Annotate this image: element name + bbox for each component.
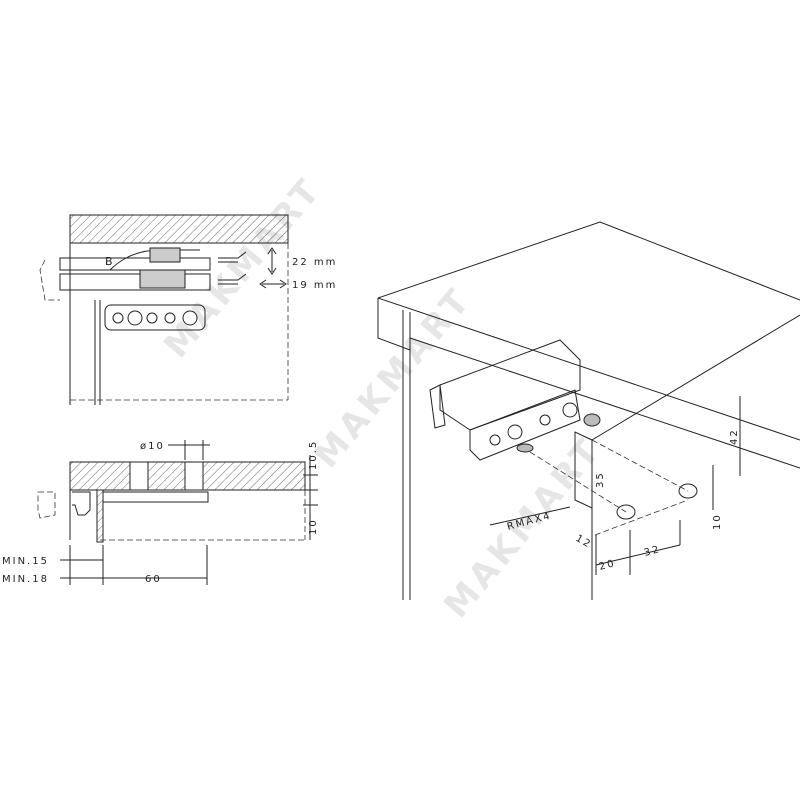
vertical-adjust-arrow-icon xyxy=(267,247,277,275)
dim-22mm: 22 mm xyxy=(292,257,337,268)
dim-32: 32 xyxy=(643,544,662,559)
watermark: MAKMART xyxy=(306,280,480,476)
horizontal-adjust-arrow-icon xyxy=(259,279,287,289)
dim-42: 42 xyxy=(729,428,740,445)
dim-10: 10 xyxy=(308,518,319,535)
dim-12: 12 xyxy=(574,533,594,551)
hole xyxy=(616,504,636,520)
dim-20: 20 xyxy=(598,558,617,573)
screwdriver-icon xyxy=(218,251,247,285)
dim-60: 60 xyxy=(145,574,162,585)
label-b: B xyxy=(105,255,113,268)
top-board xyxy=(377,221,800,301)
top-board-section xyxy=(69,214,289,244)
dim-35: 35 xyxy=(595,471,606,488)
hinge-mechanism xyxy=(429,339,601,461)
isometric-view: 42 35 RMAX4 12 20 32 10 xyxy=(377,221,800,600)
hole xyxy=(678,483,698,499)
dim-10-5: 10.5 xyxy=(308,440,319,470)
side-view: ø10 10.5 10 MIN.15 MIN.18 60 xyxy=(2,440,319,585)
top-view: B 22 mm 19 mm xyxy=(39,214,337,405)
hinge-mechanism xyxy=(39,247,211,331)
dim-10-iso: 10 xyxy=(712,513,723,530)
dim-diameter-10: ø10 xyxy=(140,441,165,452)
mounting-plate xyxy=(104,304,206,331)
dim-min-18: MIN.18 xyxy=(2,574,49,585)
dim-min-15: MIN.15 xyxy=(2,556,49,567)
dim-19mm: 19 mm xyxy=(292,280,337,291)
